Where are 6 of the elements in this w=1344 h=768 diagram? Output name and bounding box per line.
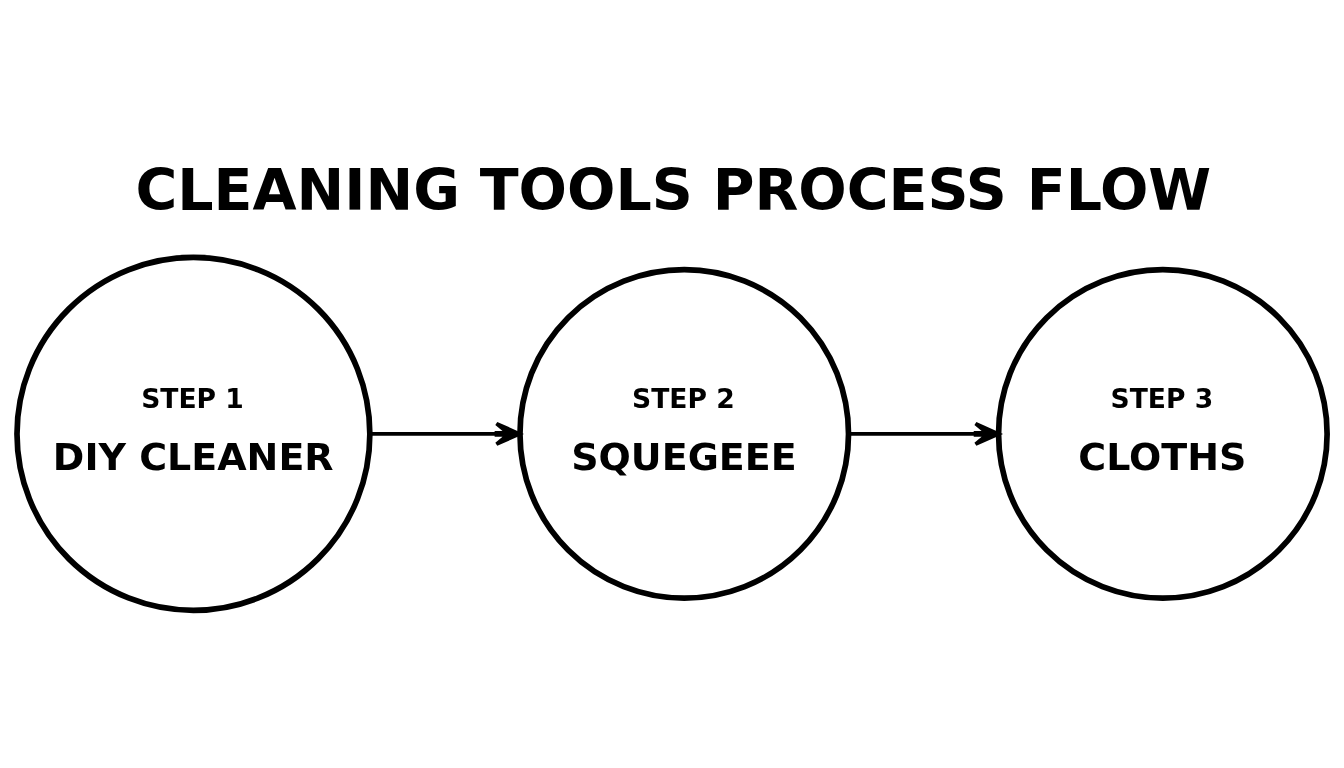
diagram-title: CLEANING TOOLS PROCESS FLOW — [135, 156, 1212, 223]
node-circle: STEP 1 DIY CLEANER — [14, 254, 373, 613]
node-circle: STEP 3 CLOTHS — [995, 266, 1330, 601]
node-circle: STEP 2 SQUEGEEE — [517, 266, 852, 601]
arrow — [848, 421, 1001, 446]
arrow — [370, 421, 522, 446]
